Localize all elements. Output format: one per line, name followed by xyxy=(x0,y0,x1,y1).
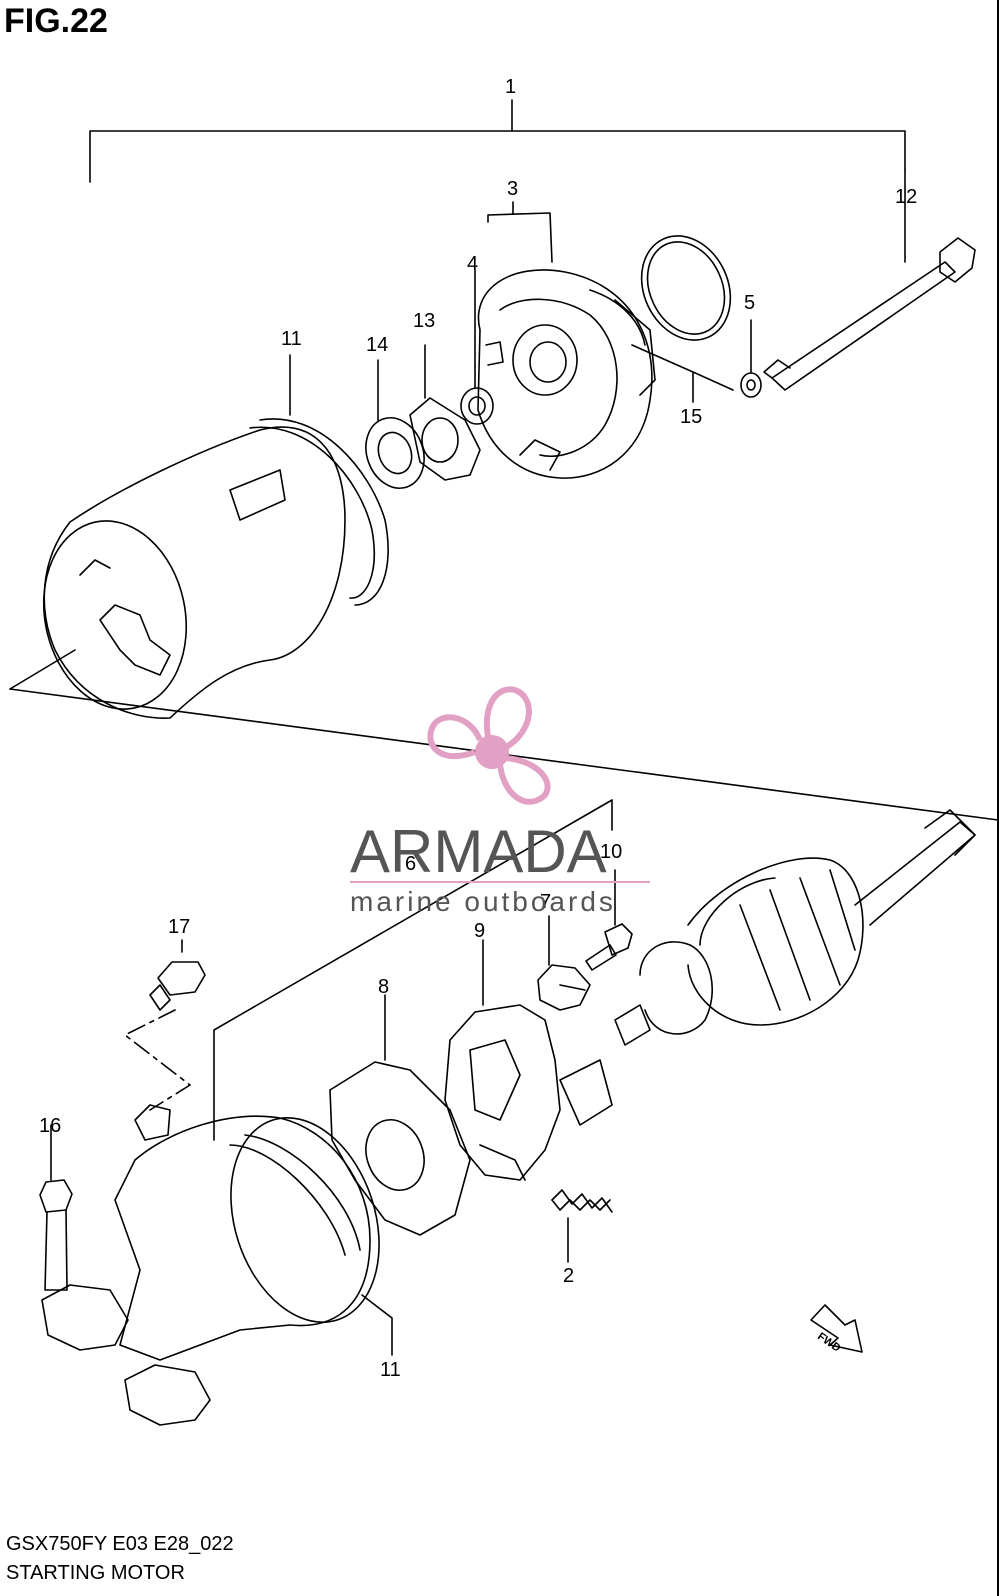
model-code: GSX750FY E03 E28_022 xyxy=(6,1533,234,1555)
bearing-part xyxy=(460,269,494,425)
callout-14: 14 xyxy=(366,334,388,356)
plate-part xyxy=(409,344,481,481)
spring-part xyxy=(551,1189,613,1263)
callout-3: 3 xyxy=(507,178,518,200)
armature-part xyxy=(614,809,976,1046)
o-ring-part xyxy=(631,235,734,403)
propeller-hub-icon xyxy=(475,735,509,769)
callout-15: 15 xyxy=(680,406,702,428)
callout-9: 9 xyxy=(474,920,485,942)
callout-4: 4 xyxy=(467,253,478,275)
assembly-bracket-3 xyxy=(487,201,553,263)
frame-border xyxy=(997,0,999,1596)
thrust-washer-part xyxy=(365,359,425,489)
end-cover-part xyxy=(477,269,656,479)
watermark-brand: ARMADA xyxy=(350,818,607,885)
callout-12: 12 xyxy=(895,186,917,208)
section-name: STARTING MOTOR xyxy=(6,1562,185,1584)
figure-title: FIG.22 xyxy=(4,2,108,40)
cap-screw-part xyxy=(124,939,206,1111)
brush-holder-part xyxy=(444,939,613,1181)
callout-6: 6 xyxy=(405,853,416,875)
brush-part xyxy=(537,915,591,1011)
callout-10: 10 xyxy=(600,841,622,863)
callout-13: 13 xyxy=(413,310,435,332)
yoke-housing-part xyxy=(42,354,389,719)
washer-part xyxy=(740,319,762,398)
callout-11-lower: 11 xyxy=(380,1359,401,1381)
armada-watermark: ARMADA marine outboards xyxy=(350,686,650,917)
watermark-tagline: marine outboards xyxy=(350,886,616,917)
callout-16: 16 xyxy=(39,1115,61,1137)
callout-5: 5 xyxy=(744,292,755,314)
brush-plate-part xyxy=(329,994,471,1236)
assembly-bracket-1 xyxy=(89,99,906,183)
callout-11-upper: 11 xyxy=(281,328,302,350)
callout-labels: 1 2 3 4 5 6 7 8 9 10 11 12 13 14 15 16 1… xyxy=(39,76,917,1381)
fwd-arrow-icon xyxy=(810,1304,863,1353)
callout-1: 1 xyxy=(505,76,516,98)
screw-part xyxy=(585,869,633,971)
callout-17: 17 xyxy=(168,916,190,938)
callout-2: 2 xyxy=(563,1265,574,1287)
through-bolt-part xyxy=(763,169,976,391)
propeller-logo-icon xyxy=(427,686,551,805)
callout-7: 7 xyxy=(540,891,551,913)
assembly-bracket-6 xyxy=(213,799,613,1141)
mounting-bolt-part xyxy=(39,1124,73,1291)
callout-8: 8 xyxy=(378,976,389,998)
front-housing-part xyxy=(41,1104,393,1426)
